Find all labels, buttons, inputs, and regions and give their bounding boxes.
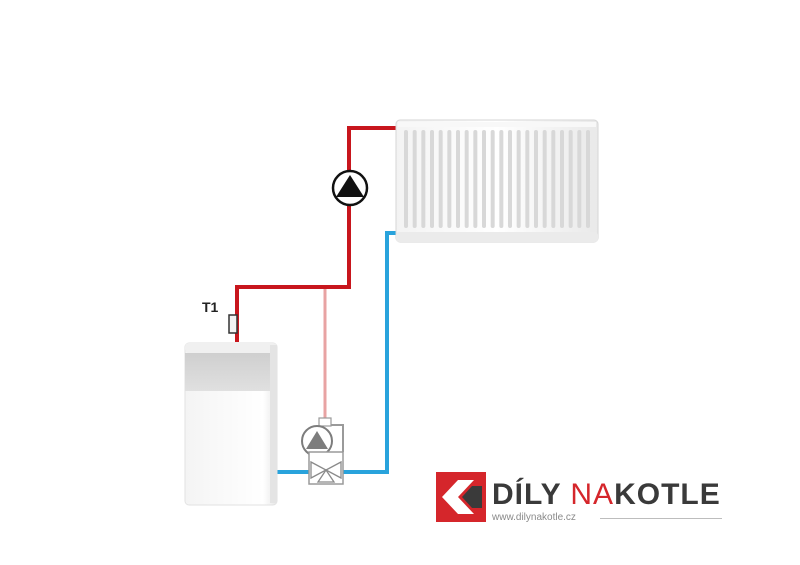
sensor-label-t1: T1	[202, 299, 219, 315]
three-way-valve-icon	[308, 451, 344, 485]
panel-radiator-icon	[395, 119, 599, 243]
bypass-pump-icon	[301, 417, 344, 457]
brand-word-2: NA	[570, 478, 615, 511]
circulation-pump-icon	[331, 169, 369, 207]
supply-pipe	[235, 126, 396, 342]
brand-name: DÍLY NAKOTLE	[492, 478, 721, 512]
brand-word-3: KOTLE	[614, 478, 721, 511]
return-pipe	[277, 231, 396, 474]
brand-word-1: DÍLY	[492, 478, 562, 511]
temperature-sensor-icon	[228, 314, 238, 334]
dily-na-kotle-logo-icon	[436, 472, 486, 522]
boiler-unit-icon	[184, 342, 278, 506]
brand-url: www.dilynakotle.cz	[492, 512, 576, 523]
brand-divider	[600, 518, 722, 519]
